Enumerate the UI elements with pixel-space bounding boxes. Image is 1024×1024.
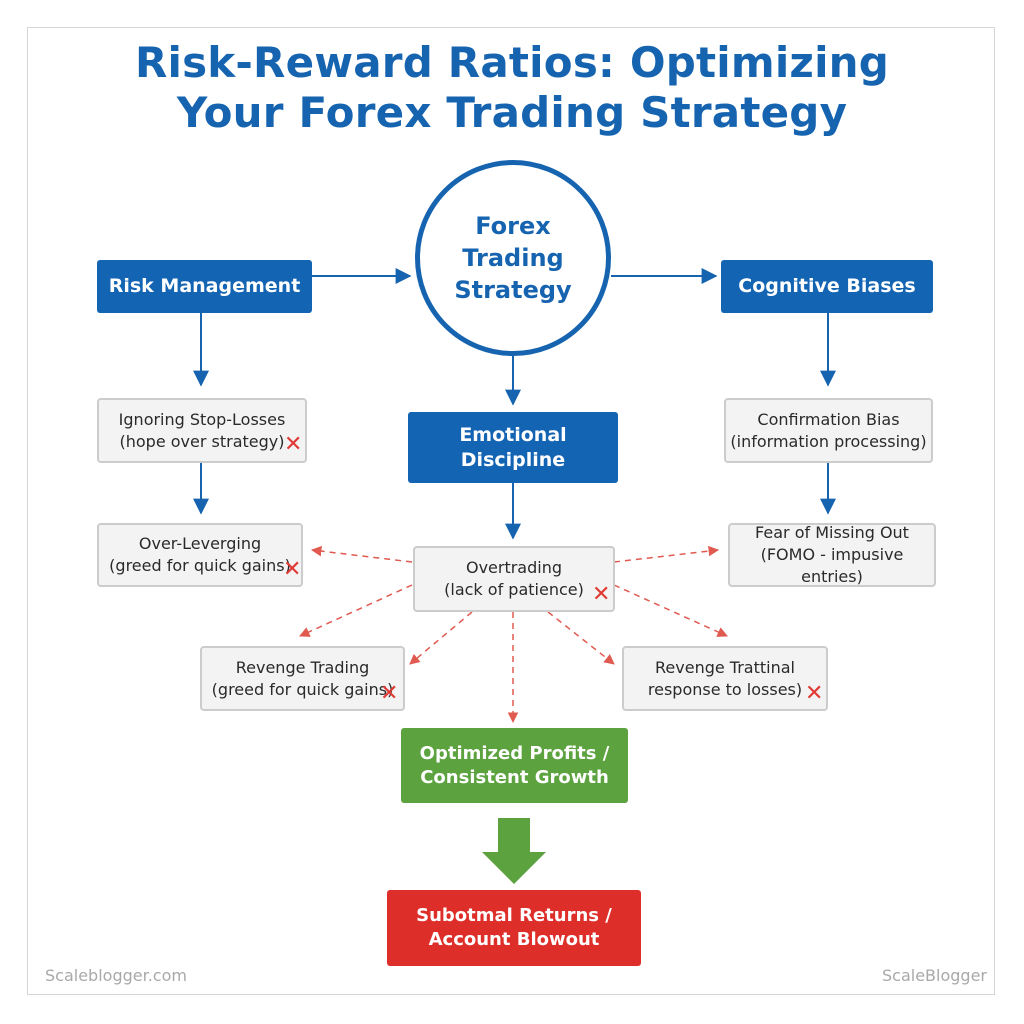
revenge-trading-box: Revenge Trading (greed for quick gains) bbox=[200, 646, 405, 711]
watermark-right: ScaleBlogger bbox=[882, 966, 987, 985]
risk-management-box: Risk Management bbox=[97, 260, 312, 313]
confirmation-bias-box: Confirmation Bias (information processin… bbox=[724, 398, 933, 463]
revenge-trattinal-line-2: response to losses) bbox=[647, 679, 803, 699]
suboptimal-line-2: Account Blowout bbox=[428, 929, 600, 950]
center-line-2: Trading bbox=[462, 244, 564, 272]
risk-management-label: Risk Management bbox=[108, 275, 301, 297]
fomo-line-1: Fear of Missing Out bbox=[755, 523, 909, 542]
negative-x-icon: ✕ bbox=[380, 681, 399, 706]
ignoring-stop-losses-box: Ignoring Stop-Losses (hope over strategy… bbox=[97, 398, 307, 463]
ignoring-stop-losses-line-1: Ignoring Stop-Losses bbox=[118, 409, 286, 429]
fomo-box: Fear of Missing Out (FOMO - impusive ent… bbox=[728, 523, 936, 587]
title-line-1: Risk-Reward Ratios: Optimizing bbox=[134, 38, 890, 87]
overtrading-line-2: (lack of patience) bbox=[444, 580, 584, 599]
forex-trading-strategy-node: Forex Trading Strategy bbox=[415, 160, 611, 356]
cognitive-biases-box: Cognitive Biases bbox=[721, 260, 933, 313]
suboptimal-line-1: Subotmal Returns / bbox=[416, 905, 612, 926]
ignoring-stop-losses-line-2: (hope over strategy) bbox=[119, 431, 285, 451]
dash-overtrading-to-revenge-left bbox=[409, 611, 473, 665]
dash-overtrading-to-revenge-right bbox=[547, 611, 615, 665]
optimized-line-2: Consistent Growth bbox=[420, 766, 609, 788]
overtrading-line-1: Overtrading bbox=[465, 558, 563, 577]
suboptimal-returns-box: Subotmal Returns / Account Blowout bbox=[387, 890, 641, 966]
title-line-2: Your Forex Trading Strategy bbox=[176, 88, 848, 137]
page-title: Risk-Reward Ratios: Optimizing Your Fore… bbox=[0, 38, 1024, 138]
negative-x-icon: ✕ bbox=[805, 681, 824, 706]
emotional-discipline-line-1: Emotional bbox=[459, 423, 567, 446]
revenge-trading-line-2: (greed for quick gains) bbox=[211, 679, 394, 699]
over-leverging-line-2: (greed for quick gains) bbox=[109, 556, 291, 575]
optimized-profits-box: Optimized Profits / Consistent Growth bbox=[401, 728, 628, 803]
revenge-trattinal-box: Revenge Trattinal response to losses) bbox=[622, 646, 828, 711]
over-leverging-line-1: Over-Leverging bbox=[138, 534, 262, 553]
emotional-discipline-line-2: Discipline bbox=[460, 448, 566, 471]
dash-overtrading-to-revenge-right-far bbox=[613, 584, 728, 637]
negative-x-icon: ✕ bbox=[283, 557, 302, 582]
revenge-trading-line-1: Revenge Trading bbox=[235, 657, 370, 677]
dash-overtrading-to-fomo bbox=[613, 545, 720, 563]
dash-overtrading-to-leverging bbox=[310, 545, 413, 563]
center-line-3: Strategy bbox=[454, 276, 572, 304]
negative-x-icon: ✕ bbox=[592, 582, 611, 607]
emotional-discipline-box: Emotional Discipline bbox=[408, 412, 618, 483]
revenge-trattinal-line-1: Revenge Trattinal bbox=[655, 657, 795, 677]
over-leverging-box: Over-Leverging (greed for quick gains) bbox=[97, 523, 303, 587]
dash-overtrading-to-revenge-left-far bbox=[299, 584, 413, 637]
optimized-line-1: Optimized Profits / bbox=[419, 742, 610, 764]
confirmation-bias-line-1: Confirmation Bias bbox=[757, 409, 900, 429]
watermark-left: Scaleblogger.com bbox=[45, 966, 187, 985]
fomo-line-2: (FOMO - impusive entries) bbox=[760, 545, 904, 586]
green-down-arrow-icon bbox=[482, 818, 546, 884]
negative-x-icon: ✕ bbox=[284, 432, 303, 457]
center-line-1: Forex bbox=[475, 212, 551, 240]
cognitive-biases-label: Cognitive Biases bbox=[738, 275, 916, 297]
overtrading-box: Overtrading (lack of patience) bbox=[413, 546, 615, 612]
confirmation-bias-line-2: (information processing) bbox=[730, 431, 927, 451]
